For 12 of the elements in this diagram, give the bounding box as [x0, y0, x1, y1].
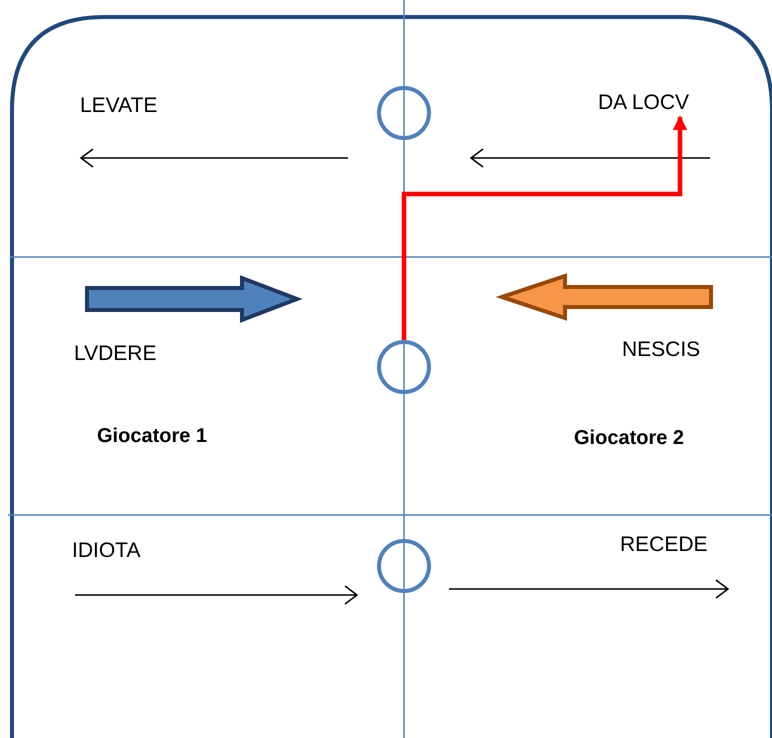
circle-marker — [377, 86, 431, 140]
player-label: Giocatore 1 — [97, 424, 208, 449]
connector-arrow — [402, 116, 688, 340]
word-label: RECEDE — [620, 532, 708, 558]
word-label: IDIOTA — [72, 538, 140, 564]
node-label: DA LOCV — [598, 90, 690, 116]
word-label: LVDERE — [74, 341, 156, 367]
word-label: LEVATE — [80, 93, 158, 119]
player-label: Giocatore 2 — [574, 426, 684, 451]
circle-marker — [377, 340, 431, 394]
word-label: NESCIS — [622, 337, 700, 363]
circle-marker — [377, 539, 431, 593]
